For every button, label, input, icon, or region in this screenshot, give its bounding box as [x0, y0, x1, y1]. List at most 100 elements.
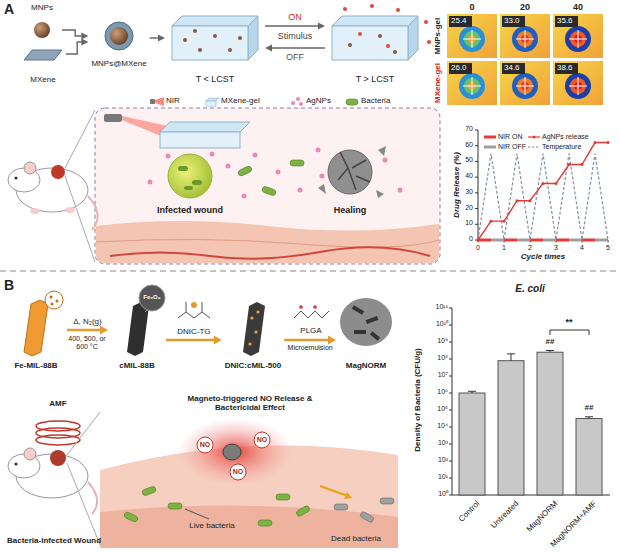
- illustration-shape: [343, 7, 347, 11]
- illustration-shape: [172, 26, 248, 60]
- legend-text: MXene-gel: [221, 96, 260, 105]
- legend-text: Bacteria: [361, 96, 390, 105]
- flow-arrow: [66, 39, 88, 55]
- chart-shape: [565, 73, 591, 99]
- legend-item: NIR: [150, 95, 180, 107]
- illustration-shape: [36, 435, 80, 445]
- tick-label: 40: [465, 172, 473, 180]
- legend-item: Temperature: [528, 141, 581, 153]
- scene-label: Healing: [334, 205, 367, 215]
- step-caption: cMIL-88B: [119, 361, 155, 370]
- value-box: [555, 16, 578, 27]
- illustration-shape: [295, 505, 310, 517]
- illustration-shape: [238, 36, 242, 40]
- arrow-line: [67, 329, 101, 332]
- illustration-shape: [332, 26, 408, 60]
- panel-a-wound-scene: [8, 108, 440, 264]
- category-label: Untreated: [489, 499, 520, 530]
- error-bar: [468, 391, 476, 393]
- legend-sample: [528, 131, 540, 143]
- data-point: [490, 220, 493, 223]
- chart-shape: [570, 31, 586, 47]
- legend-text: NIR ON: [498, 133, 523, 141]
- illustration-shape: [14, 176, 17, 179]
- tick-label: 30: [465, 188, 473, 196]
- condition-note: 400, 500, or 600 °C: [65, 335, 109, 351]
- figure-step: MNPs: [22, 3, 62, 39]
- flow-arrow: [150, 35, 165, 42]
- flow-arrow: [265, 45, 325, 52]
- tick-mark: [475, 145, 478, 146]
- significance-mark: ##: [585, 403, 594, 412]
- tick-label: 10¹: [438, 473, 448, 481]
- legend-sample: [290, 95, 304, 107]
- illustration-shape: [50, 450, 66, 466]
- stimulus-label: Stimulus: [278, 31, 313, 41]
- figure-step: Fe-MIL-88B: [5, 290, 67, 370]
- illustration-shape: [396, 8, 400, 12]
- illustration-shape: [160, 132, 240, 148]
- illustration-shape: [178, 166, 188, 171]
- tick-label: 1: [502, 244, 506, 252]
- axis-line: [478, 130, 479, 240]
- bar: [576, 419, 602, 496]
- axis-title: Cycle times: [521, 252, 565, 261]
- illustration-shape: [95, 108, 440, 264]
- significance-bracket: [550, 330, 589, 335]
- legend-text: Temperature: [542, 143, 581, 151]
- illustration-shape: [191, 302, 197, 308]
- chart-title: E. coli: [515, 283, 544, 295]
- data-point: [568, 163, 571, 166]
- data-point: [607, 141, 610, 144]
- panel-b-wound-scene: [8, 412, 398, 548]
- time-header: 0: [469, 2, 474, 12]
- scene-label: Infected wound: [157, 205, 223, 215]
- step-caption: T < LCST: [196, 74, 235, 84]
- tick-label: 60: [465, 141, 473, 149]
- tick-label: 10⁰: [438, 490, 448, 498]
- illustration-shape: [213, 34, 217, 38]
- tick-mark: [475, 208, 478, 209]
- legend-item: NIR OFF: [484, 141, 526, 153]
- illustration-shape: [366, 316, 379, 324]
- illustration-shape: [340, 298, 392, 346]
- illustration-shape: [228, 48, 232, 52]
- illustration-shape: [141, 486, 156, 496]
- illustration-shape: [100, 506, 398, 548]
- arrow-label: OFF: [286, 52, 304, 62]
- data-point: [594, 141, 597, 144]
- illustration-shape: [168, 154, 212, 198]
- significance-mark: ##: [546, 337, 555, 346]
- row-label: MXene-gel: [433, 63, 442, 103]
- illustration-shape: [197, 437, 213, 453]
- step-caption: MNPs@MXene: [91, 59, 146, 68]
- illustration-shape: [338, 152, 370, 190]
- error-bar: [585, 417, 593, 419]
- category-label: Control: [457, 499, 482, 524]
- tick-label: 10⁷: [438, 371, 448, 379]
- illustration-shape: [344, 492, 352, 499]
- tick-mark: [449, 427, 452, 428]
- illustration-shape: [332, 16, 418, 26]
- illustration-shape: [316, 148, 321, 153]
- tick-mark: [475, 130, 478, 131]
- figure-step: MXene: [20, 44, 66, 84]
- inset-label: Fe₃O₄: [143, 294, 160, 301]
- illustration-shape: [256, 310, 259, 313]
- tick-label: 10⁵: [437, 405, 448, 413]
- legend-text: NIR: [166, 96, 180, 105]
- illustration-shape: [348, 43, 352, 47]
- tick-label: 0: [476, 244, 480, 252]
- illustration-shape: [318, 184, 326, 194]
- temperature-line: [478, 154, 608, 240]
- legend-item: AgNPs release: [528, 131, 589, 143]
- figure-step: T < LCST: [165, 12, 265, 84]
- illustration-shape: [352, 305, 364, 314]
- illustration-shape: [172, 16, 258, 26]
- illustration-shape: [230, 464, 246, 480]
- legend-sample: [484, 131, 496, 143]
- illustration-shape: [237, 165, 252, 176]
- illustration-shape: [370, 331, 380, 340]
